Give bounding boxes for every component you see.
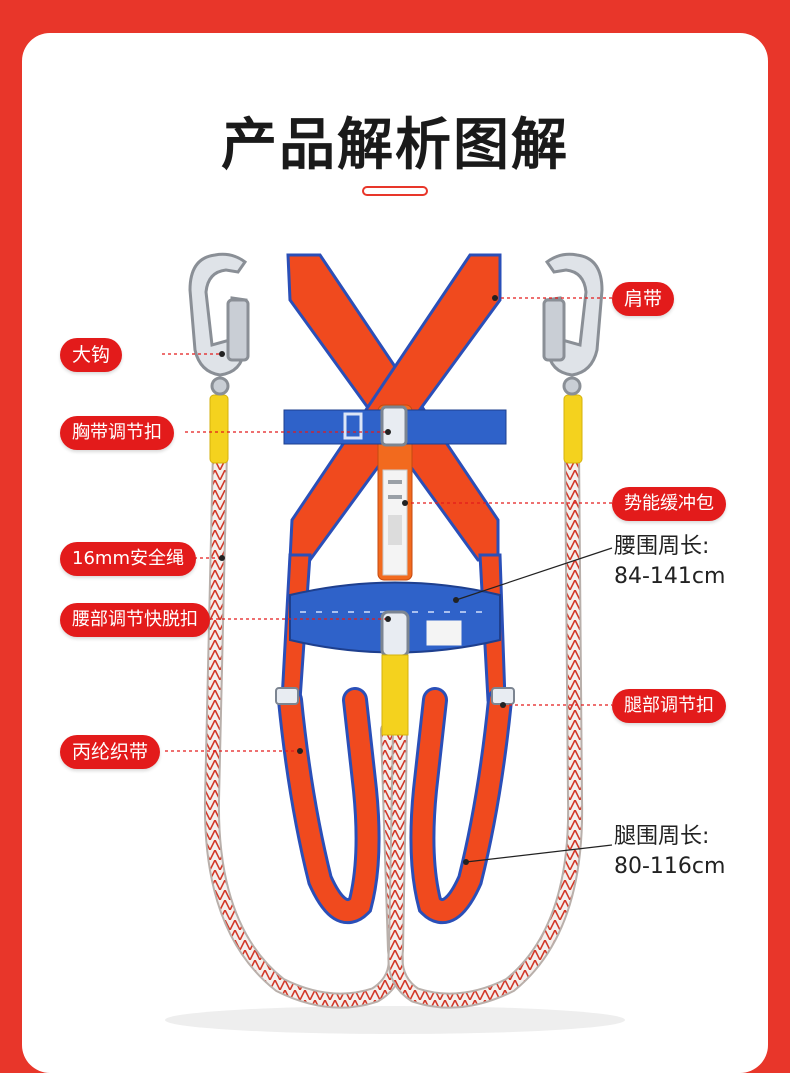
waist-circumference-value: 84-141cm — [614, 564, 726, 589]
right-hook — [542, 252, 604, 396]
label-leg-buckle: 腿部调节扣 — [612, 689, 726, 723]
title-underline — [362, 186, 428, 196]
chest-strap — [283, 405, 507, 447]
leg-circumference-label: 腿围周长: — [614, 824, 710, 849]
label-energy-absorber: 势能缓冲包 — [612, 487, 726, 521]
label-shoulder-strap: 肩带 — [612, 282, 675, 316]
left-hook — [188, 252, 250, 396]
callout-lines — [162, 297, 612, 752]
label-waist-buckle: 腰部调节快脱扣 — [60, 603, 210, 637]
right-rope-sleeve — [563, 394, 583, 464]
waist-circumference-label: 腰围周长: — [614, 534, 710, 559]
label-chest-buckle: 胸带调节扣 — [60, 416, 174, 450]
left-rope-sleeve — [209, 394, 229, 464]
left-lanyard — [203, 394, 404, 1009]
right-leg-loop — [409, 687, 515, 925]
dimension-lines — [455, 547, 613, 863]
left-leg-loop — [275, 687, 381, 925]
label-safety-rope: 16mm安全绳 — [60, 542, 196, 576]
callout-dots — [219, 295, 506, 865]
label-big-hook: 大钩 — [60, 338, 123, 372]
waist-belt — [289, 581, 501, 736]
energy-absorber-pack — [377, 404, 413, 581]
page-title: 产品解析图解 — [221, 113, 569, 178]
ground-shadow — [165, 1006, 625, 1034]
label-webbing: 丙纶织带 — [60, 735, 161, 769]
leg-circumference-value: 80-116cm — [614, 854, 726, 879]
right-lanyard — [387, 394, 584, 1009]
